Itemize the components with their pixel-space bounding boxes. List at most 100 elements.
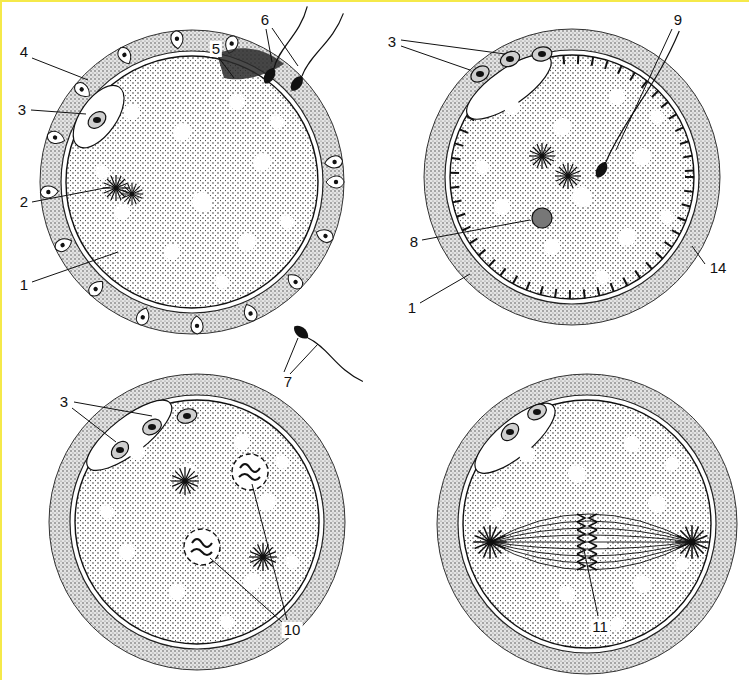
cortical-granule [682, 204, 691, 206]
polar-body-nucleus [476, 71, 484, 77]
drawing-part [334, 180, 338, 184]
yolk-vacuole [475, 160, 489, 174]
yolk-vacuole [568, 465, 586, 483]
callout-number: 3 [16, 102, 28, 118]
centrosome [171, 467, 199, 495]
callout-number: 3 [58, 394, 70, 410]
drawing-part [326, 176, 344, 188]
egg-cell [40, 5, 365, 387]
callout-number: 2 [18, 194, 30, 210]
yolk-vacuole [490, 507, 504, 521]
yolk-vacuole [633, 575, 651, 593]
cortical-granule [680, 141, 689, 144]
yolk-vacuole [238, 233, 256, 251]
drawing-part [72, 80, 94, 101]
yolk-vacuole [234, 434, 250, 450]
polar-body-nucleus [506, 429, 514, 435]
spindle-fibre [490, 521, 692, 542]
follicle-cell [170, 30, 184, 49]
sperm-tail [604, 31, 681, 162]
drawing-part [170, 30, 184, 49]
yolk-vacuole [119, 544, 135, 560]
cortical-granule [611, 283, 614, 291]
yolk-vacuole [169, 584, 185, 600]
cortical-granule [605, 60, 608, 69]
callout-number: 10 [282, 622, 303, 638]
cortical-granule [685, 170, 694, 172]
yolk-vacuole [285, 555, 299, 569]
zona-pellucida [424, 29, 720, 325]
cortical-granule [618, 66, 622, 74]
polar-body [140, 416, 164, 438]
cortical-granule [592, 57, 594, 66]
yolk-vacuole [650, 110, 664, 124]
yolk-vacuole [595, 270, 609, 284]
drawing-part [332, 159, 337, 164]
polar-body [498, 420, 522, 444]
drawing-part [93, 286, 99, 292]
sperm [291, 323, 365, 387]
cortical-granule [652, 91, 658, 97]
drawing-part [134, 306, 151, 327]
cortical-granule [489, 260, 495, 267]
drawing-part [175, 36, 180, 41]
cortical-granule [597, 287, 599, 296]
cortical-granule [462, 227, 470, 231]
cortical-granule [661, 102, 668, 108]
yolk-vacuole [258, 493, 276, 511]
cortical-granule [669, 114, 677, 119]
yolk-vacuole [229, 94, 245, 110]
drawing-part [292, 279, 298, 285]
polar-pocket [465, 392, 565, 484]
egg-cell [49, 374, 345, 670]
zona-pellucida [437, 374, 737, 674]
polar-pocket [458, 43, 561, 130]
cortical-granule [569, 290, 571, 299]
yolk-vacuole [275, 455, 289, 469]
polar-body-nucleus [506, 56, 514, 62]
cortical-granule [470, 239, 478, 244]
cortical-granule [453, 200, 462, 202]
yolk-vacuole [648, 495, 666, 513]
callout-number: 11 [590, 619, 610, 635]
polar-body [531, 45, 553, 62]
yolk-vacuole [95, 165, 109, 179]
follicle-cell [134, 306, 151, 327]
polar-body [498, 48, 522, 69]
follicle-cell [241, 302, 259, 323]
polar-body-nucleus [93, 117, 101, 123]
cortical-granule [683, 156, 692, 158]
spindle-fibre [490, 542, 692, 563]
drawing-part [79, 86, 85, 92]
follicle-cell [53, 235, 74, 254]
cortical-granule [540, 286, 542, 295]
yolk-vacuole [544, 239, 560, 255]
zona-pellucida [40, 30, 344, 334]
yolk-vacuole [270, 115, 284, 129]
yolk-vacuole [114, 204, 130, 220]
follicle-cell [46, 129, 67, 146]
yolk-vacuole [173, 123, 191, 141]
polar-body-nucleus [183, 413, 191, 419]
cortical-granule [630, 72, 635, 80]
callout-number: 6 [259, 12, 271, 28]
pronucleus [184, 529, 220, 565]
yolk-vacuole [633, 148, 651, 166]
follicle-cell [326, 176, 344, 188]
cortical-granule [675, 127, 683, 131]
yolk-vacuole [609, 89, 625, 105]
cortical-granule [555, 289, 556, 298]
callout-number: 9 [672, 12, 684, 28]
drawing-part [195, 324, 200, 329]
egg-cell [424, 29, 720, 325]
centrosome [121, 183, 143, 205]
cortical-granule [684, 191, 693, 192]
yolk-vacuole [220, 615, 234, 629]
yolk-vacuole [253, 153, 271, 171]
cortical-granule [455, 143, 464, 145]
yolk-vacuole [572, 187, 592, 207]
callout-number: 3 [386, 34, 398, 50]
yolk-vacuole [618, 228, 636, 246]
